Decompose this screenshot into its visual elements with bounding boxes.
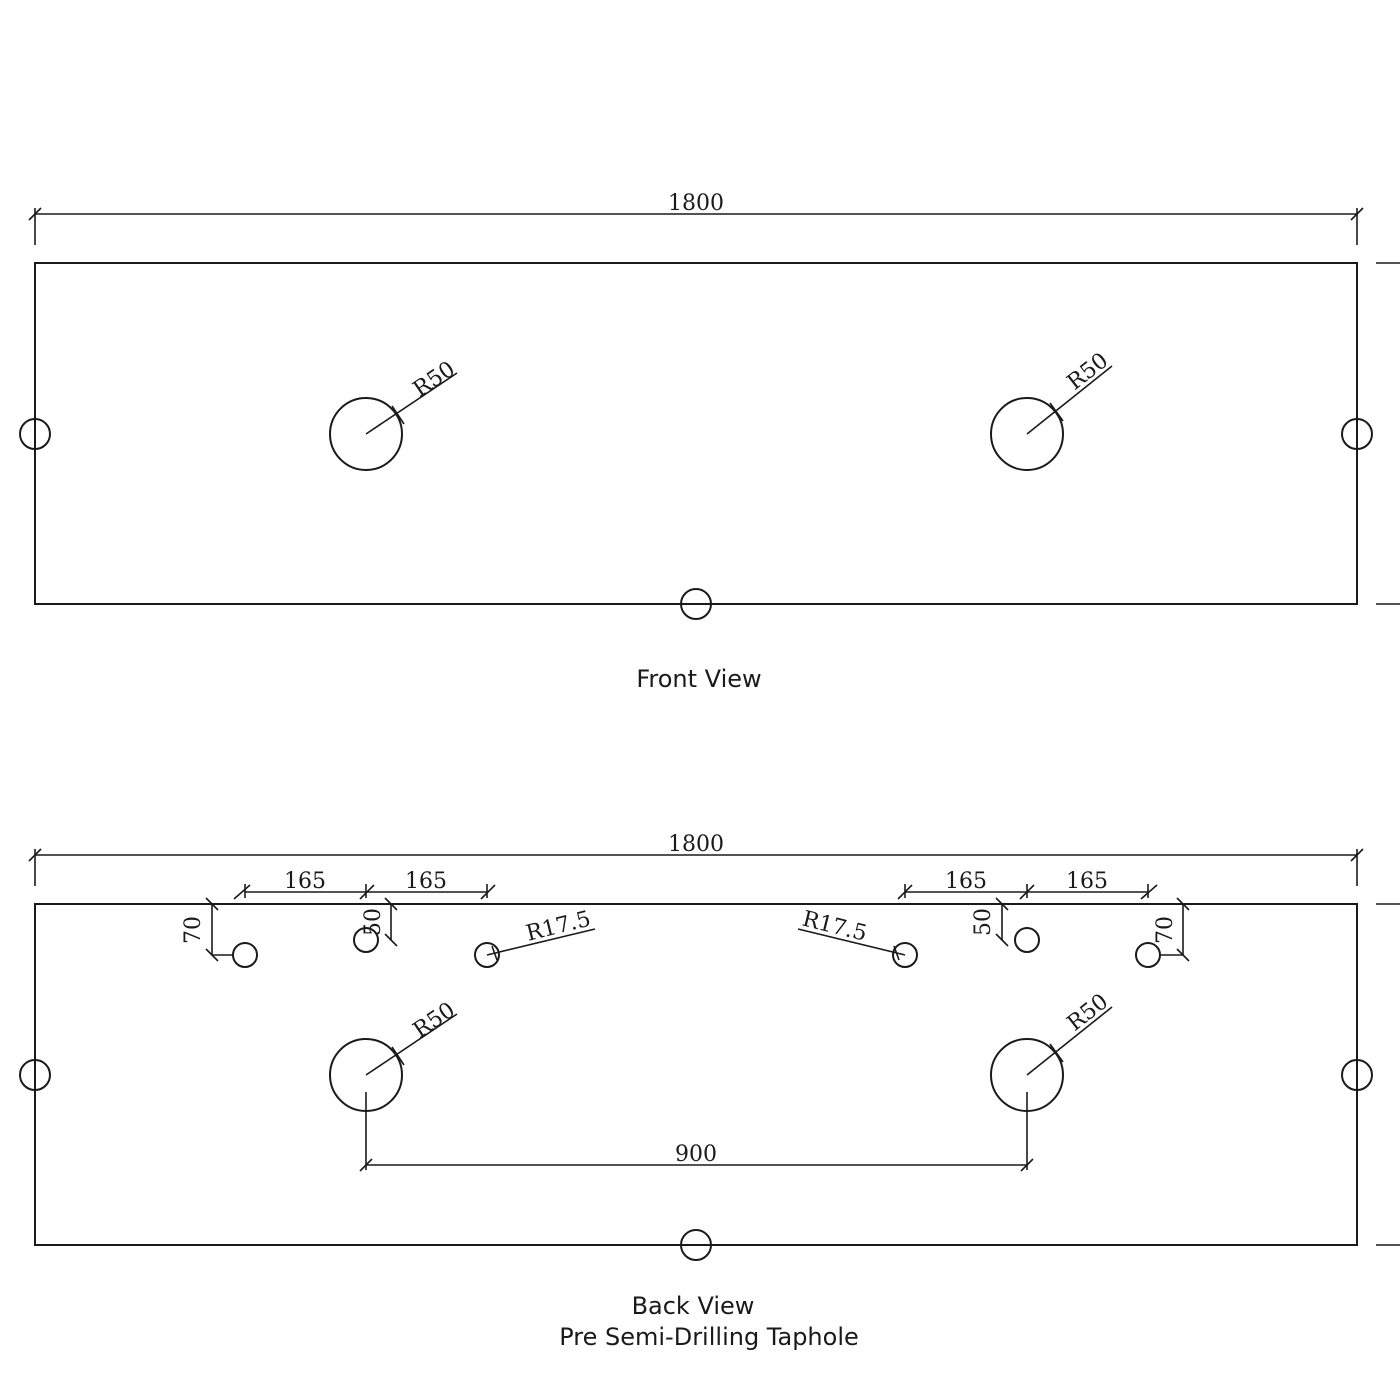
front-right-edge-hole xyxy=(1341,418,1373,450)
back-slab-outline xyxy=(34,903,1358,1246)
left-spacing-2-label: 165 xyxy=(405,869,447,894)
back-left-edge-hole xyxy=(19,1059,51,1091)
front-right-bowl-hole: R50 xyxy=(990,348,1114,471)
front-view-caption: Front View xyxy=(636,665,761,693)
right-outer-offset-label: 70 xyxy=(1153,916,1178,944)
right-mid-offset-dimension: 50 xyxy=(971,897,1009,947)
left-taphole-radius-callout: R17.5 xyxy=(486,907,596,961)
right-outer-offset-dimension: 70 xyxy=(1153,897,1190,962)
left-taphole-spacing-dimension: 165 165 xyxy=(233,869,496,900)
taphole-left-outer xyxy=(232,942,258,968)
left-outer-offset-label: 70 xyxy=(181,916,206,944)
front-view: 1800 465 R50 R50 Front View xyxy=(19,191,1400,693)
back-height-label: 465 xyxy=(1398,1054,1400,1096)
front-bottom-edge-hole xyxy=(680,588,712,620)
back-width-dimension: 1800 xyxy=(28,832,1364,886)
front-left-edge-hole xyxy=(19,418,51,450)
front-right-radius-label: R50 xyxy=(1063,348,1114,395)
back-left-bowl-hole: R50 xyxy=(329,998,460,1112)
bowl-spacing-dimension: 900 xyxy=(359,1092,1034,1172)
back-bottom-edge-hole xyxy=(680,1229,712,1261)
right-spacing-2-label: 165 xyxy=(1066,869,1108,894)
front-slab-outline xyxy=(34,262,1358,605)
right-taphole-radius-label: R17.5 xyxy=(800,907,870,947)
taphole-left-inner xyxy=(474,942,500,968)
right-taphole-spacing-dimension: 165 165 xyxy=(897,869,1158,900)
back-width-label: 1800 xyxy=(668,832,724,857)
back-right-edge-hole xyxy=(1341,1059,1373,1091)
right-taphole-radius-callout: R17.5 xyxy=(797,907,906,961)
bowl-spacing-label: 900 xyxy=(675,1142,717,1167)
left-outer-offset-dimension: 70 xyxy=(181,897,233,962)
back-right-radius-label: R50 xyxy=(1063,989,1114,1036)
front-height-label: 465 xyxy=(1398,413,1400,455)
right-mid-offset-label: 50 xyxy=(971,908,996,936)
back-right-bowl-hole: R50 xyxy=(990,989,1114,1112)
taphole-right-outer xyxy=(1135,942,1161,968)
back-view-caption: Back View xyxy=(632,1292,755,1320)
back-left-radius-label: R50 xyxy=(409,998,460,1044)
taphole-right-inner xyxy=(892,942,918,968)
left-mid-offset-dimension: 50 xyxy=(361,897,398,947)
front-left-bowl-hole: R50 xyxy=(329,357,460,471)
left-mid-offset-label: 50 xyxy=(361,908,386,936)
front-width-dimension: 1800 xyxy=(28,191,1364,245)
taphole-right-mid xyxy=(1014,927,1040,953)
right-spacing-1-label: 165 xyxy=(945,869,987,894)
front-width-label: 1800 xyxy=(668,191,724,216)
front-height-dimension: 465 xyxy=(1376,262,1400,605)
taphole-left-mid xyxy=(353,927,379,953)
back-height-dimension: 465 xyxy=(1376,903,1400,1246)
left-spacing-1-label: 165 xyxy=(284,869,326,894)
back-view: 1800 465 R50 R50 xyxy=(19,832,1400,1351)
left-taphole-radius-label: R17.5 xyxy=(524,907,594,947)
front-left-radius-label: R50 xyxy=(409,357,460,403)
back-view-subcaption: Pre Semi-Drilling Taphole xyxy=(559,1323,859,1351)
